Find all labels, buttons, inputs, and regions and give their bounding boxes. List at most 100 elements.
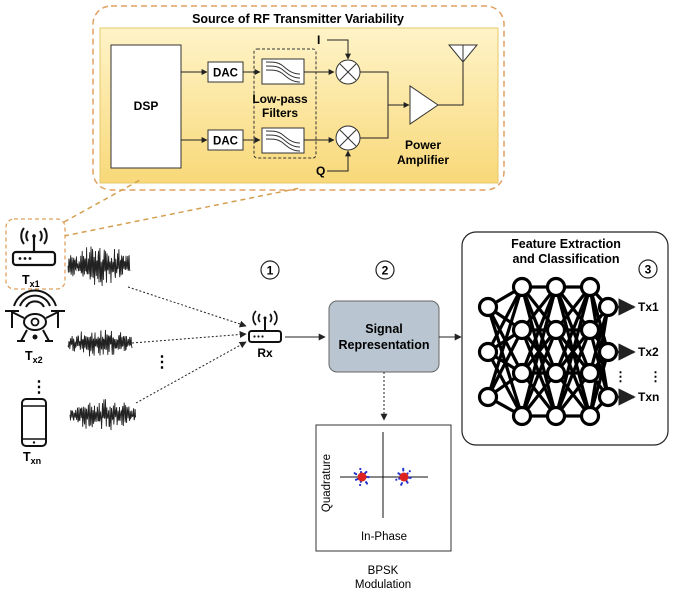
txn-label: Txn — [23, 450, 41, 466]
nn-node — [597, 341, 619, 363]
modulation-caption-2: Modulation — [355, 579, 411, 591]
pa-label-2: Amplifier — [397, 153, 449, 167]
nn-node — [511, 405, 533, 427]
svg-text:2: 2 — [382, 264, 389, 278]
antenna-icon — [447, 44, 479, 63]
nn-edge — [588, 351, 610, 417]
path-txn-rx — [135, 341, 247, 404]
noise-point — [359, 483, 362, 487]
nn-edge — [554, 329, 592, 417]
nn-node — [511, 319, 533, 341]
nn-edge — [486, 286, 524, 353]
constellation-plot: Quadrature In-Phase — [315, 424, 452, 552]
path-tx1-rx — [127, 286, 247, 328]
noise-point — [365, 470, 368, 474]
nn-edge — [486, 329, 524, 398]
nn-node — [477, 386, 499, 408]
lpf-bottom-icon — [261, 127, 305, 154]
modulation-caption-1: BPSK — [368, 565, 399, 577]
nn-edge — [554, 286, 592, 417]
waveform-txn — [69, 399, 137, 431]
router-icon — [248, 310, 282, 343]
drone-icon — [5, 289, 65, 342]
signal-label-2: Representation — [339, 338, 430, 352]
nn-node — [597, 296, 619, 318]
step-2-marker: 2 — [375, 260, 395, 280]
nn-node — [597, 386, 619, 408]
noise-point — [365, 482, 369, 485]
nn-edge — [554, 286, 592, 374]
output-ellipsis-1: ⋮ — [614, 369, 627, 384]
tx2-label: Tx2 — [25, 349, 43, 365]
source-variability-panel: Source of RF Transmitter Variability DSP… — [92, 5, 505, 191]
noise-point — [395, 478, 398, 481]
dac-top-label: DAC — [213, 68, 238, 80]
constellation-ylabel: Quadrature — [321, 454, 333, 512]
waveform-tx2 — [67, 329, 133, 357]
lpf-label-2: Filters — [262, 106, 298, 120]
power-amplifier-icon — [409, 85, 439, 125]
rx-label: Rx — [257, 346, 273, 360]
tx1-label: Tx1 — [22, 273, 40, 289]
noise-point — [359, 467, 362, 471]
output-ellipsis-2: ⋮ — [649, 369, 662, 384]
noise-point — [409, 476, 412, 479]
mixer-i-icon — [335, 59, 361, 85]
noise-point — [408, 470, 411, 473]
output-tx2: Tx2 — [638, 345, 659, 359]
source-panel-title: Source of RF Transmitter Variability — [192, 12, 404, 26]
symbol-point — [357, 472, 367, 482]
nn-node — [579, 276, 601, 298]
noise-point — [354, 478, 358, 481]
mixer-q-icon — [335, 125, 361, 151]
noise-point — [406, 481, 409, 484]
router-icon — [11, 227, 57, 267]
constellation-points — [353, 467, 412, 487]
noise-point — [367, 476, 370, 479]
nn-node — [579, 319, 601, 341]
nn-node — [545, 276, 567, 298]
noise-point — [400, 483, 403, 486]
step-3-marker: 3 — [638, 259, 658, 279]
path-tx2-rx — [131, 331, 247, 344]
nn-edge — [486, 286, 524, 398]
output-txn: Txn — [638, 390, 659, 404]
tx2-drone: Tx2 — [5, 289, 65, 365]
nn-edge — [520, 286, 558, 417]
symbol-point — [399, 472, 409, 482]
pa-label-1: Power — [405, 138, 441, 152]
nn-node — [511, 276, 533, 298]
dsp-label: DSP — [134, 99, 159, 113]
tx1-router: Tx1 — [5, 218, 66, 290]
constellation-xlabel: In-Phase — [361, 531, 407, 543]
step-1-marker: 1 — [260, 260, 280, 280]
dac-bottom-label: DAC — [213, 136, 238, 148]
noise-point — [397, 472, 400, 475]
nn-node — [477, 341, 499, 363]
lpf-label-1: Low-pass — [252, 92, 308, 106]
rx-router: Rx — [248, 310, 282, 360]
neural-network-nodes — [477, 276, 619, 427]
q-label: Q — [316, 164, 325, 178]
noise-point — [402, 467, 405, 470]
signal-label-1: Signal — [365, 322, 403, 336]
svg-text:3: 3 — [645, 263, 652, 277]
nn-node — [579, 405, 601, 427]
feature-extraction-panel: Feature Extraction and Classification 3 … — [461, 231, 669, 446]
output-tx1: Tx1 — [638, 300, 659, 314]
nn-node — [579, 362, 601, 384]
nn-node — [545, 405, 567, 427]
signal-representation-box: Signal Representation — [328, 300, 440, 373]
dsp-block — [110, 44, 182, 169]
feature-title-1: Feature Extraction — [511, 237, 621, 251]
noise-point — [353, 472, 356, 475]
waveform-tx1 — [67, 246, 131, 287]
nn-node — [477, 296, 499, 318]
feature-title-2: and Classification — [513, 252, 620, 266]
noise-point — [402, 469, 405, 472]
nn-edge — [520, 286, 558, 374]
waveform-ellipsis: ⋮ — [154, 354, 170, 371]
phone-icon — [21, 398, 47, 447]
nn-node — [545, 319, 567, 341]
